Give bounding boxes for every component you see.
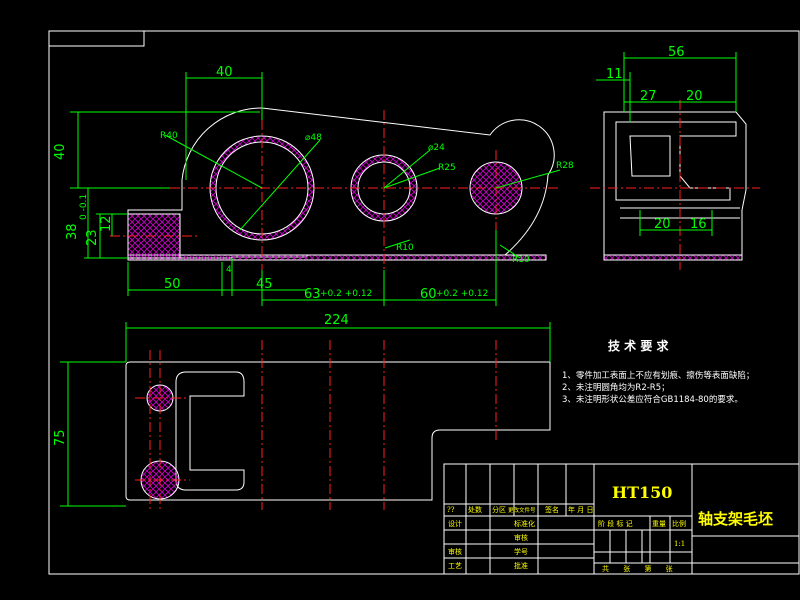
top-view-dimension-labels: 224 75 bbox=[53, 313, 349, 446]
tech-req-item-1: 1、零件加工表面上不应有划痕、擦伤等表面缺陷； bbox=[562, 370, 754, 381]
dim-40-height: 40 bbox=[53, 143, 68, 160]
dim-60-tol: +0.2 +0.12 bbox=[436, 289, 488, 299]
tech-req-item-2: 2、未注明圆角均为R2-R5； bbox=[562, 382, 670, 393]
dim-20-bottom: 20 bbox=[654, 217, 671, 232]
dim-63-tol: +0.2 +0.12 bbox=[320, 289, 372, 299]
label-student-id: 学号 bbox=[514, 547, 528, 556]
dim-r10-a: R10 bbox=[396, 243, 414, 253]
dim-r25: R25 bbox=[438, 163, 456, 173]
label-design: 设计 bbox=[448, 519, 462, 528]
dim-20-top: 20 bbox=[686, 89, 703, 104]
side-view-dimension-labels: 56 11 27 20 20 16 bbox=[606, 45, 707, 232]
scale-value: 1:1 bbox=[674, 540, 685, 548]
dim-4: 4 bbox=[226, 265, 232, 275]
header-cell-5: 年 月 日 bbox=[568, 505, 593, 514]
part-name: 轴支架毛坯 bbox=[698, 510, 773, 528]
dim-16: 16 bbox=[690, 217, 707, 232]
label-process: 工艺 bbox=[448, 562, 462, 570]
header-cell-0: ?? bbox=[447, 506, 455, 514]
dim-38: 38 bbox=[65, 223, 80, 240]
dim-r28: R28 bbox=[556, 161, 574, 171]
dim-d48: ⌀48 bbox=[305, 133, 322, 143]
header-cell-2: 分区 bbox=[492, 505, 506, 514]
label-review: 审核 bbox=[448, 547, 462, 556]
technical-requirements: 技 术 要 求 1、零件加工表面上不应有划痕、擦伤等表面缺陷； 2、未注明圆角均… bbox=[562, 338, 754, 405]
dim-63: 63 bbox=[304, 287, 321, 302]
sheet-info: 共 张 第 张 bbox=[602, 564, 679, 573]
drawing-frame bbox=[48, 30, 800, 575]
tech-req-title: 技 术 要 求 bbox=[608, 338, 670, 353]
title-block: HT150 轴支架毛坯 ?? 处数 分区 更改文件号 签名 年 月 日 设计 标… bbox=[443, 463, 800, 575]
side-view bbox=[590, 52, 760, 270]
top-view bbox=[60, 322, 551, 510]
dim-12: 12 bbox=[99, 215, 114, 232]
dim-40-width: 40 bbox=[216, 65, 233, 80]
dim-60: 60 bbox=[420, 287, 437, 302]
material-label: HT150 bbox=[612, 483, 672, 502]
dim-45: 45 bbox=[256, 277, 273, 292]
front-view-dimension-labels: 40 40 R40 ⌀48 ⌀24 R25 R28 R10 R10 38 0 -… bbox=[53, 65, 574, 302]
label-review-2: 审核 bbox=[514, 533, 528, 542]
dim-23: 23 bbox=[85, 229, 100, 246]
dim-50: 50 bbox=[164, 277, 181, 292]
dim-r40: R40 bbox=[160, 131, 178, 141]
dim-75: 75 bbox=[53, 429, 68, 446]
dim-27: 27 bbox=[640, 89, 657, 104]
label-standardization: 标准化 bbox=[514, 519, 535, 528]
front-view bbox=[70, 72, 561, 306]
dim-38-tol: 0 -0.1 bbox=[79, 194, 89, 220]
dim-d24: ⌀24 bbox=[428, 143, 445, 153]
dim-56: 56 bbox=[668, 45, 685, 60]
header-cell-1: 处数 bbox=[468, 505, 482, 514]
dim-11: 11 bbox=[606, 67, 623, 82]
dim-r10-b: R10 bbox=[512, 255, 530, 265]
header-cell-4: 签名 bbox=[545, 505, 559, 514]
dim-224: 224 bbox=[324, 313, 349, 328]
tech-req-item-3: 3、未注明形状公差应符合GB1184-80的要求。 bbox=[562, 394, 743, 405]
header-cell-3: 更改文件号 bbox=[508, 506, 536, 514]
weight-label: 重量 bbox=[652, 520, 666, 528]
stage-marks-label: 阶 段 标 记 bbox=[598, 519, 633, 528]
label-approve: 批准 bbox=[514, 561, 528, 570]
scale-label: 比例 bbox=[672, 519, 686, 528]
